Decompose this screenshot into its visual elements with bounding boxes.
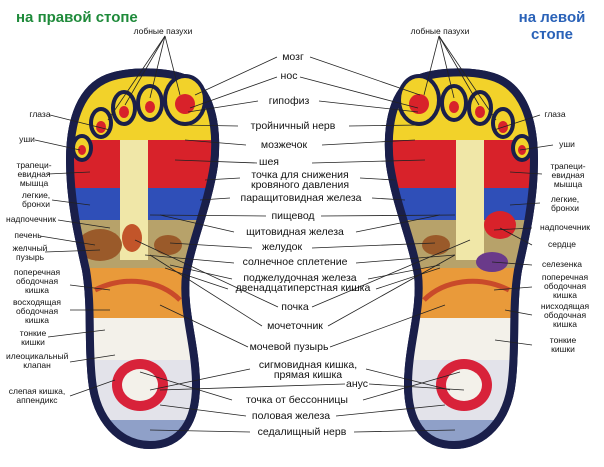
label-small-intestine-left-foot: тонкие кишки (549, 335, 577, 354)
label-gonad: половая железа (251, 410, 331, 422)
label-transverse-colon-left-foot: поперечная ободочная кишка (541, 272, 589, 300)
label-esophagus: пищевод (271, 210, 315, 222)
label-stomach: желудок (261, 241, 303, 253)
label-ears-left-foot: уши (559, 139, 575, 149)
label-bladder: мочевой пузырь (249, 341, 329, 353)
label-neck: шея (259, 156, 279, 168)
label-ureter: мочеточник (267, 320, 323, 332)
label-ascending-colon: восходящая ободочная кишка (13, 297, 61, 325)
label-sinuses-left-foot: лобные пазухи (410, 26, 470, 36)
label-heart: сердце (548, 239, 576, 249)
label-lungs-left-foot: легкие, бронхи (550, 194, 580, 213)
label-solar-plexus: солнечное сплетение (242, 256, 348, 268)
title-left-foot: на левой стопе (518, 9, 586, 43)
left-foot (384, 68, 539, 450)
label-trigeminal-nerve: тройничный нерв (250, 120, 336, 132)
label-sigmoid-rectum: сигмовидная кишка, прямая кишка (258, 359, 358, 381)
label-nose: нос (280, 70, 298, 82)
label-pituitary: гипофиз (268, 95, 310, 107)
label-kidney: почка (281, 301, 309, 313)
label-trapezius-right-foot: трапеци-евидная мышца (16, 160, 52, 188)
label-thyroid: щитовидная железа (246, 226, 344, 238)
label-ears-right-foot: уши (19, 134, 35, 144)
label-blood-pressure-point: точка для снижения кровяного давления (250, 169, 350, 191)
label-cecum-appendix: слепая кишка, аппендикс (8, 386, 66, 405)
right-foot (65, 68, 220, 450)
label-sciatic-nerve: седалищный нерв (257, 426, 347, 438)
label-adrenal-left-foot: надпочечник (540, 222, 590, 232)
label-eyes-right-foot: глаза (29, 109, 51, 119)
label-anus: анус (345, 378, 369, 390)
label-small-intestine-right-foot: тонкие кишки (19, 328, 47, 347)
leader-lines (34, 35, 554, 433)
label-eyes-left-foot: глаза (544, 109, 566, 119)
label-spleen: селезенка (541, 259, 583, 269)
label-liver: печень (14, 230, 42, 240)
label-pancreas: поджелудочная железа (243, 272, 357, 284)
label-trapezius-left-foot: трапеци-евидная мышца (550, 161, 586, 189)
label-adrenal-right-foot: надпочечник (6, 214, 56, 224)
label-transverse-colon-right-foot: поперечная ободочная кишка (13, 267, 61, 295)
label-lungs-right-foot: легкие, бронхи (21, 190, 51, 209)
label-gallbladder: желчный пузырь (12, 243, 48, 262)
label-sinuses-right-foot: лобные пазухи (133, 26, 193, 36)
label-insomnia-point: точка от бессонницы (246, 394, 348, 406)
label-parathyroid: паращитовидная железа (240, 192, 362, 204)
title-right-foot: на правой стопе (16, 9, 138, 26)
label-ileocecal-valve: илеоцикальный клапан (6, 351, 69, 370)
label-duodenum: двенадцатиперстная кишка (235, 282, 371, 294)
label-descending-colon: нисходящая ободочная кишка (540, 301, 590, 329)
label-brain: мозг (282, 51, 304, 63)
label-cerebellum: мозжечок (260, 139, 308, 151)
